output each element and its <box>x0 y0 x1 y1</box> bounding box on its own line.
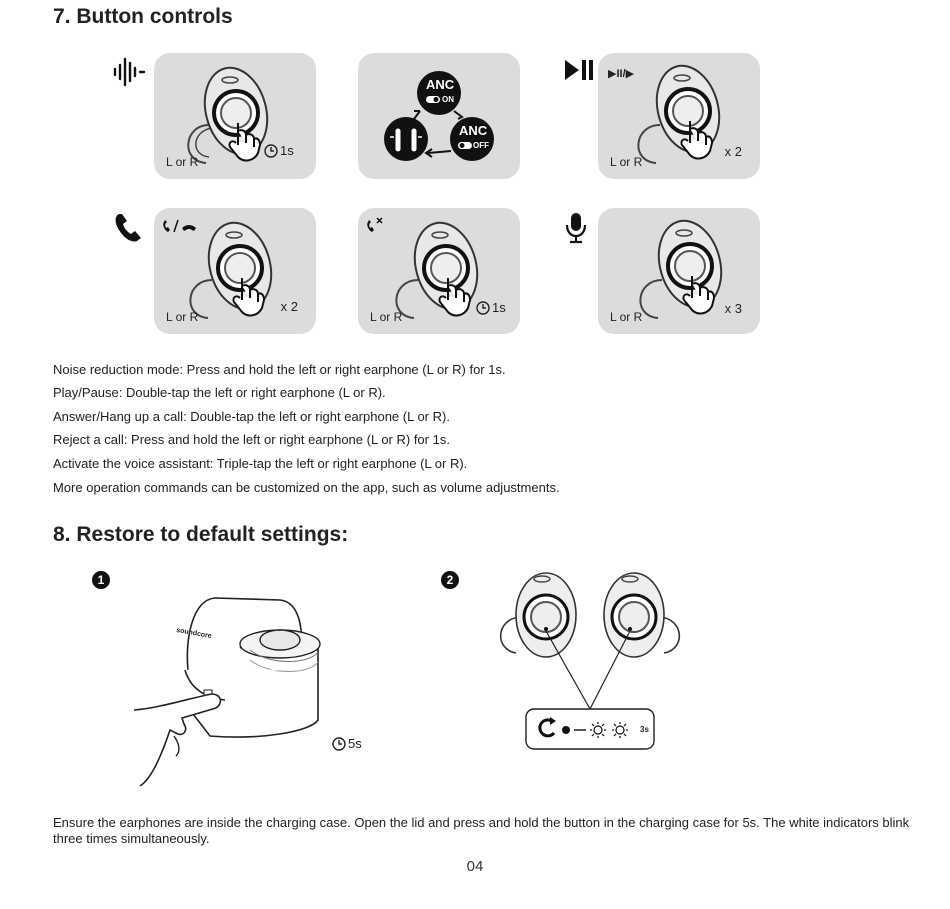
timer-label: 1s <box>476 300 506 315</box>
earbud-illustration <box>639 219 723 319</box>
anc-off-state: OFF <box>473 141 489 150</box>
play-pause-icon <box>565 60 593 80</box>
case-timer-value: 5s <box>348 736 362 751</box>
light-icon <box>612 722 628 738</box>
earbud-illustration <box>367 217 479 319</box>
timer-value: 1s <box>492 300 506 315</box>
tile-voice-assistant: L or R x 3 <box>598 208 760 334</box>
earbud-illustration <box>637 64 721 164</box>
hand-label: L or R <box>610 310 643 324</box>
microphone-icon <box>565 213 587 244</box>
anc-on-label: ANC <box>426 77 455 92</box>
instruction-line: More operation commands can be customize… <box>53 480 560 495</box>
timer-label: 1s <box>264 143 294 158</box>
anc-on-state: ON <box>442 95 454 104</box>
tap-multiplier: x 3 <box>724 301 742 316</box>
reset-icon <box>538 718 556 738</box>
charging-case-illustration <box>133 597 321 787</box>
tile-noise-reduction: L or R 1s <box>154 53 316 179</box>
reject-call-icon <box>367 220 374 232</box>
sound-wave-icon <box>113 57 146 87</box>
timer-value: 1s <box>280 143 294 158</box>
hand-label: L or R <box>166 310 199 324</box>
clock-icon <box>332 736 346 751</box>
case-timer-label: 5s <box>332 736 362 751</box>
instruction-line: Answer/Hang up a call: Double-tap the le… <box>53 409 450 424</box>
anc-cycle-icon <box>384 71 494 161</box>
hand-label: L or R <box>610 155 643 169</box>
instruction-line: Activate the voice assistant: Triple-tap… <box>53 456 468 471</box>
tap-multiplier: x 2 <box>280 299 298 314</box>
hand-label: L or R <box>370 310 403 324</box>
earbuds-indicator-illustration <box>499 572 681 750</box>
clock-icon <box>264 143 278 158</box>
play-pause-sub-icon: ▶II/▶ <box>608 68 635 80</box>
instruction-line: Noise reduction mode: Press and hold the… <box>53 362 506 377</box>
step-1-badge: 1 <box>92 571 110 589</box>
section-8-title: 8. Restore to default settings: <box>53 523 349 546</box>
page-number: 04 <box>466 858 484 875</box>
anc-off-label: ANC <box>459 123 488 138</box>
step-2-badge: 2 <box>441 571 459 589</box>
tile-answer-hangup: L or R x 2 <box>154 208 316 334</box>
instruction-line: Reject a call: Press and hold the left o… <box>53 432 450 447</box>
indicator-time-label: 3s <box>640 725 649 734</box>
restore-instructions: Ensure the earphones are inside the char… <box>53 815 910 846</box>
tile-play-pause: ▶II/▶ L or R x 2 <box>598 53 760 179</box>
section-7-title: 7. Button controls <box>53 5 233 28</box>
earbud-illustration <box>187 66 269 164</box>
clock-icon <box>476 300 490 315</box>
hand-label: L or R <box>166 155 199 169</box>
phone-icon <box>115 214 141 242</box>
tile-anc-cycle: ANC ON ANC OFF <box>358 53 520 179</box>
earbud-illustration <box>163 219 273 319</box>
light-icon <box>590 722 606 738</box>
tile-reject-call: L or R 1s <box>358 208 520 334</box>
instruction-line: Play/Pause: Double-tap the left or right… <box>53 385 386 400</box>
tap-multiplier: x 2 <box>724 144 742 159</box>
